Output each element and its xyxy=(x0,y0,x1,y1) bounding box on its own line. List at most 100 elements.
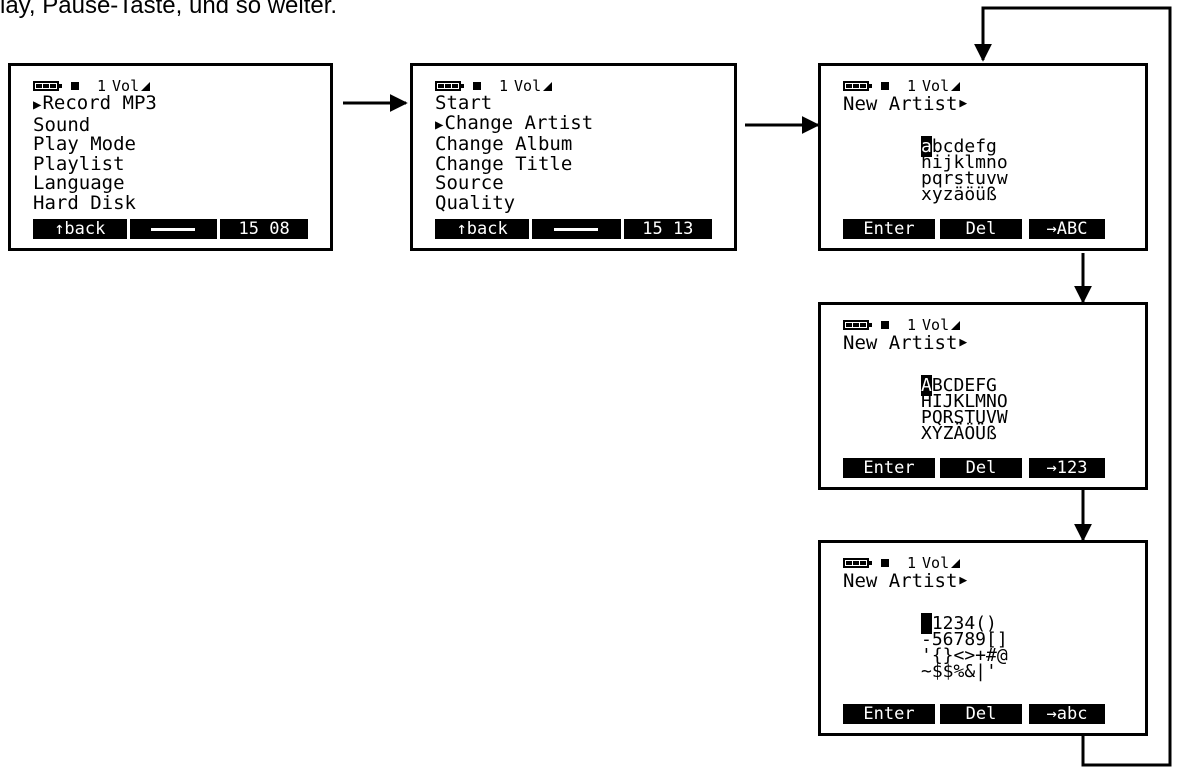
softkey-bar: Enter Del →abc xyxy=(843,704,1123,724)
battery-icon xyxy=(435,81,464,91)
character-row[interactable]: '{}<>+#@ xyxy=(921,645,1008,666)
softkey-middle[interactable] xyxy=(532,219,621,239)
menu-item[interactable]: Change Album xyxy=(435,133,573,155)
status-number: 1 xyxy=(907,554,917,572)
character-grid[interactable]: 1234()-56789[]'{}<>+#@~$$%&|' xyxy=(921,613,1008,682)
softkey-bar: ↑back 15 13 xyxy=(435,219,713,239)
softkey-switch-charset[interactable]: →abc xyxy=(1025,704,1105,724)
character-row[interactable]: ABCDEFG xyxy=(921,375,1008,396)
menu-item[interactable]: Sound xyxy=(33,113,91,136)
character-row[interactable]: ~$$%&|' xyxy=(921,661,997,682)
status-number: 1 xyxy=(97,77,107,95)
text-cursor: a xyxy=(921,136,932,157)
record-indicator-icon xyxy=(881,321,889,329)
character-row[interactable]: PQRSTUVW xyxy=(921,407,1008,428)
entry-header: New Artist ▶ xyxy=(843,333,967,353)
menu-item[interactable]: Change Artist xyxy=(435,113,593,136)
screen-entry-symbols: 1 Vol New Artist ▶ 1234()-56789[]'{}<>+#… xyxy=(818,540,1148,736)
menu-item[interactable]: Language xyxy=(33,172,125,194)
softkey-delete[interactable]: Del xyxy=(940,704,1022,724)
status-vol-label: Vol xyxy=(922,554,950,572)
status-bar: 1 Vol xyxy=(843,554,961,572)
softkey-time[interactable]: 15 08 xyxy=(220,219,308,239)
softkey-enter[interactable]: Enter xyxy=(843,704,935,724)
character-row[interactable]: XYZÄÖÜß xyxy=(921,423,997,444)
character-row[interactable]: -56789[] xyxy=(921,629,1008,650)
status-bar: 1 Vol xyxy=(435,77,553,95)
menu-list: Start Change Artist Change Album Change … xyxy=(435,92,593,214)
entry-header-label: New Artist xyxy=(843,332,958,354)
status-bar: 1 Vol xyxy=(843,77,961,95)
screen-main-menu: 1 Vol Record MP3 Sound Play Mode Playlis… xyxy=(8,63,333,251)
volume-icon xyxy=(543,81,553,91)
volume-icon xyxy=(951,81,961,91)
arrow-loop-back xyxy=(974,6,1172,767)
dash-icon xyxy=(554,227,599,231)
character-row[interactable]: HIJKLMNO xyxy=(921,391,1008,412)
menu-item[interactable]: Change Title xyxy=(435,152,573,175)
status-number: 1 xyxy=(907,316,917,334)
status-bar: 1 Vol xyxy=(843,316,961,334)
character-row[interactable]: 1234() xyxy=(921,613,1008,634)
record-indicator-icon xyxy=(71,82,79,90)
status-vol-label: Vol xyxy=(112,77,140,95)
character-row-text: 1234() xyxy=(931,613,997,634)
menu-item[interactable]: Source xyxy=(435,172,504,194)
entry-header: New Artist ▶ xyxy=(843,571,967,591)
record-indicator-icon xyxy=(473,82,481,90)
character-row-text: BCDEFG xyxy=(931,375,997,396)
status-number: 1 xyxy=(499,77,509,95)
softkey-bar: ↑back 15 08 xyxy=(33,219,308,239)
softkey-bar: Enter Del →123 xyxy=(843,458,1123,478)
menu-list: Record MP3 Sound Play Mode Playlist Lang… xyxy=(33,93,157,214)
menu-item[interactable]: Quality xyxy=(435,191,516,214)
status-vol-label: Vol xyxy=(922,77,950,95)
softkey-delete[interactable]: Del xyxy=(940,458,1022,478)
menu-item[interactable]: Playlist xyxy=(33,152,125,175)
softkey-enter[interactable]: Enter xyxy=(843,219,935,239)
menu-item[interactable]: Start xyxy=(435,92,493,114)
status-bar: 1 Vol xyxy=(33,77,151,95)
battery-icon xyxy=(843,81,872,91)
softkey-middle[interactable] xyxy=(129,219,218,239)
caption-text: lay, Pause-Taste, und so weiter. xyxy=(0,0,338,19)
volume-icon xyxy=(951,320,961,330)
softkey-bar: Enter Del →ABC xyxy=(843,219,1123,239)
character-row[interactable]: xyzäöüß xyxy=(921,184,997,205)
softkey-back[interactable]: ↑back xyxy=(435,219,530,239)
softkey-switch-charset[interactable]: →ABC xyxy=(1025,219,1105,239)
battery-icon xyxy=(843,558,872,568)
battery-icon xyxy=(843,320,872,330)
entry-header: New Artist ▶ xyxy=(843,94,967,114)
volume-icon xyxy=(951,558,961,568)
record-indicator-icon xyxy=(881,559,889,567)
status-number: 1 xyxy=(907,77,917,95)
menu-item[interactable]: Hard Disk xyxy=(33,191,136,214)
menu-item[interactable]: Play Mode xyxy=(33,133,136,155)
softkey-time[interactable]: 15 13 xyxy=(623,219,713,239)
battery-icon xyxy=(33,81,62,91)
status-vol-label: Vol xyxy=(922,316,950,334)
text-cursor xyxy=(921,613,932,634)
screen-record-settings: 1 Vol Start Change Artist Change Album C… xyxy=(410,63,737,251)
record-indicator-icon xyxy=(881,82,889,90)
softkey-back[interactable]: ↑back xyxy=(33,219,127,239)
menu-item[interactable]: Record MP3 xyxy=(33,93,156,116)
text-cursor: A xyxy=(921,375,932,396)
softkey-switch-charset[interactable]: →123 xyxy=(1025,458,1105,478)
caret-right-icon: ▶ xyxy=(959,96,968,111)
softkey-delete[interactable]: Del xyxy=(940,219,1022,239)
character-row[interactable]: abcdefg xyxy=(921,136,1008,157)
dash-icon xyxy=(151,227,196,231)
softkey-enter[interactable]: Enter xyxy=(843,458,935,478)
character-row[interactable]: pqrstuvw xyxy=(921,168,1008,189)
volume-icon xyxy=(141,81,151,91)
character-row[interactable]: hijklmno xyxy=(921,152,1008,173)
entry-header-label: New Artist xyxy=(843,570,958,592)
status-vol-label: Vol xyxy=(514,77,542,95)
caret-right-icon: ▶ xyxy=(959,573,968,588)
